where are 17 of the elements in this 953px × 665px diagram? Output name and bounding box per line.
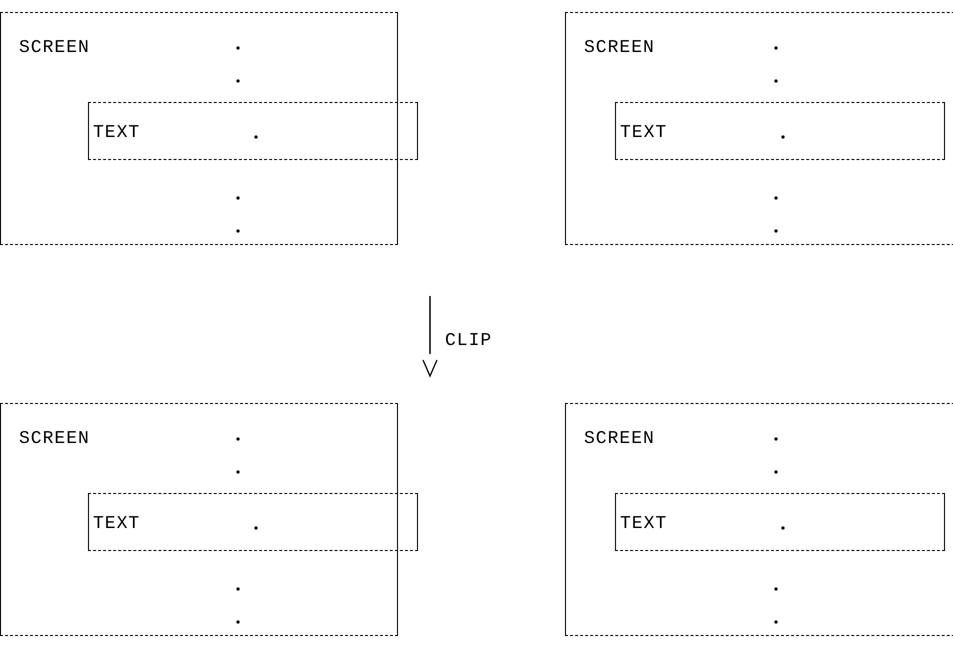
- screen-label: SCREEN: [19, 39, 90, 57]
- screen-label: SCREEN: [584, 39, 655, 57]
- text-box: [615, 493, 945, 551]
- screen-box: [0, 403, 398, 636]
- text-label: TEXT: [93, 124, 140, 142]
- text-label: TEXT: [620, 124, 668, 142]
- text-label: TEXT: [93, 515, 140, 533]
- text-box: [615, 102, 945, 160]
- screen-label: SCREEN: [19, 430, 90, 448]
- text-label: TEXT: [620, 515, 668, 533]
- screen-box: [565, 403, 953, 636]
- text-box: [88, 102, 418, 160]
- screen-box: [565, 12, 953, 245]
- screen-label: SCREEN: [584, 430, 655, 448]
- text-box: [88, 493, 418, 551]
- arrow-label: CLIP: [445, 332, 492, 350]
- screen-box: [0, 12, 398, 245]
